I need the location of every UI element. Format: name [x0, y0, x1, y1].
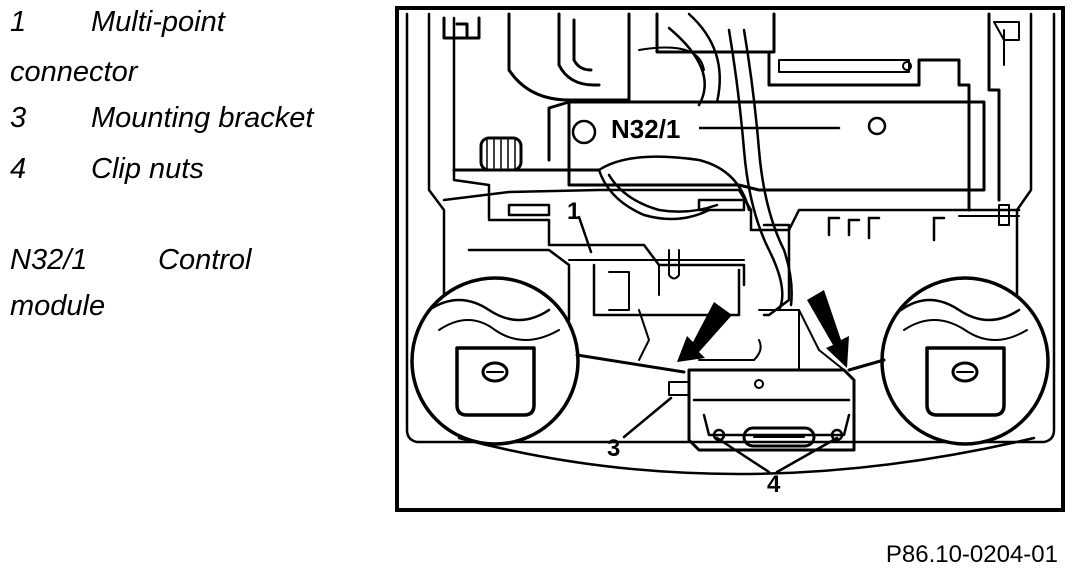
figure-id: P86.10-0204-01 — [885, 541, 1058, 568]
legend-item-text: Mounting bracket — [91, 102, 314, 134]
legend-item-multi-point-connector: 1 Multi-point — [10, 8, 380, 42]
legend-item-continuation: module — [10, 292, 380, 326]
legend-item-text: Multi-point — [91, 6, 225, 38]
technical-illustration: N32/1 1 3 4 — [395, 6, 1065, 512]
legend-item-continuation: connector — [10, 58, 380, 92]
legend-item-text-continuation: connector — [10, 56, 138, 88]
legend-item-clip-nuts: 4 Clip nuts — [10, 155, 380, 189]
legend-item-mounting-bracket: 3 Mounting bracket — [10, 104, 380, 138]
legend-item-number: 3 — [10, 102, 27, 134]
legend-item-text: Clip nuts — [91, 153, 204, 185]
legend-item-control-module: N32/1 Control — [10, 246, 380, 280]
legend-item-number: 1 — [10, 6, 27, 38]
illustration-drawing: N32/1 1 3 4 — [405, 12, 1056, 498]
callout-connector-label: 1 — [567, 198, 580, 225]
callout-module-label: N32/1 — [611, 114, 680, 144]
callout-bracket-label: 3 — [607, 435, 620, 462]
legend-item-number: 4 — [10, 153, 27, 185]
legend-item-number: N32/1 — [10, 244, 88, 276]
legend-item-text: Control — [158, 244, 252, 276]
legend-item-text-continuation: module — [10, 290, 106, 322]
callout-clip-nuts-label: 4 — [767, 471, 781, 498]
